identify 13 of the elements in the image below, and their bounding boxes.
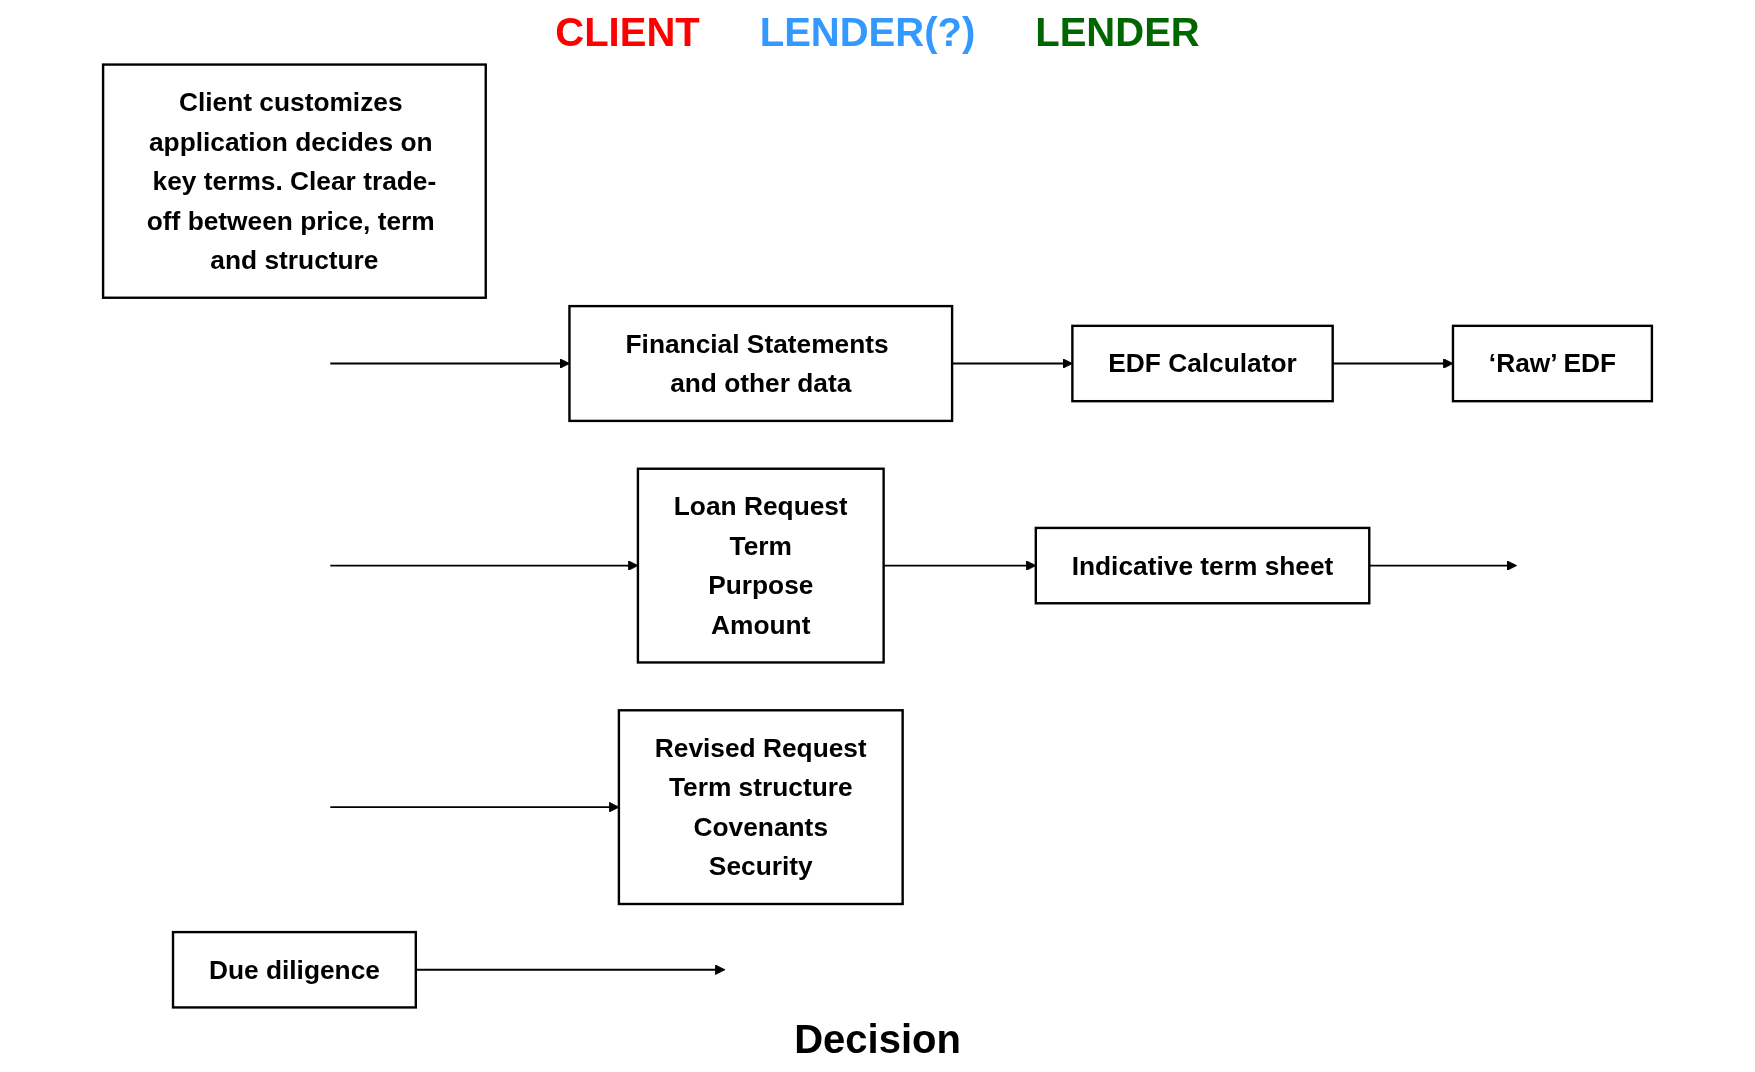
section-heading: LENDER — [1035, 10, 1200, 55]
section-heading: Decision — [794, 1017, 961, 1062]
section-heading: CLIENT — [555, 10, 700, 55]
node-box: Financial Statements and other data — [568, 304, 954, 423]
node-box: EDF Calculator — [1071, 324, 1334, 403]
node-box: ‘Raw’ EDF — [1451, 324, 1654, 403]
arrow — [329, 358, 570, 369]
node-box: Indicative term sheet — [1034, 526, 1371, 605]
node-box: Due diligence — [171, 930, 417, 1009]
node-box: Loan Request Term Purpose Amount — [636, 467, 885, 664]
node-box: Revised Request Term structure Covenants Security — [617, 709, 904, 906]
section-heading: LENDER(?) — [759, 10, 976, 55]
node-box: Client customizes application decides on key terms. Clear trade-off between price, term and structure — [101, 63, 487, 299]
